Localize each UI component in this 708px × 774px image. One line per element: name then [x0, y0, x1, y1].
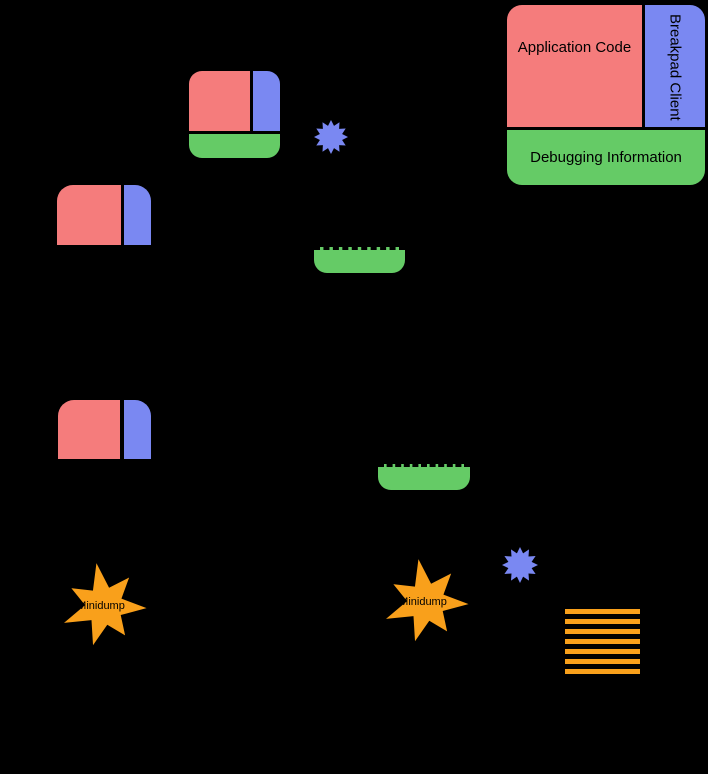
minidump-label-server: Minidump	[399, 596, 447, 608]
legend-debugging-information-box: Debugging Information	[507, 130, 705, 185]
crashed-breakpad-client-segment	[124, 400, 151, 459]
symbol-dumper-burst-icon	[314, 120, 348, 154]
legend-debugging-information-label: Debugging Information	[530, 149, 682, 166]
stack-trace-line	[565, 629, 640, 634]
legend-breakpad-client-box: Breakpad Client	[645, 5, 705, 127]
processor-burst-icon	[502, 547, 538, 583]
legend-application-block: Application Code Breakpad Client Debuggi…	[504, 2, 708, 188]
minidump-label-client: Minidump	[77, 600, 125, 612]
built-application-code-segment	[189, 71, 250, 131]
stack-trace-lines	[565, 609, 640, 674]
built-application-box	[189, 71, 280, 158]
stripped-breakpad-client-segment	[124, 185, 151, 245]
stack-trace-line	[565, 649, 640, 654]
crashed-application-code-segment	[58, 400, 120, 459]
minidump-star-client	[59, 558, 152, 650]
crashed-application-box	[58, 400, 151, 459]
stack-trace-line	[565, 609, 640, 614]
built-debugging-information-segment	[189, 134, 280, 158]
stack-trace-line	[565, 639, 640, 644]
built-breakpad-client-segment	[253, 71, 280, 131]
legend-application-code-box: Application Code	[507, 5, 642, 127]
legend-breakpad-client-label: Breakpad Client	[666, 14, 684, 121]
stack-trace-line	[565, 619, 640, 624]
server-debugging-information-strip	[378, 464, 470, 490]
stack-trace-line	[565, 659, 640, 664]
legend-application-code-label: Application Code	[517, 39, 632, 56]
detached-debugging-information-strip	[314, 247, 405, 273]
stripped-application-box	[57, 185, 151, 245]
stack-trace-line	[565, 669, 640, 674]
minidump-star-server	[381, 554, 474, 646]
stripped-application-code-segment	[57, 185, 121, 245]
